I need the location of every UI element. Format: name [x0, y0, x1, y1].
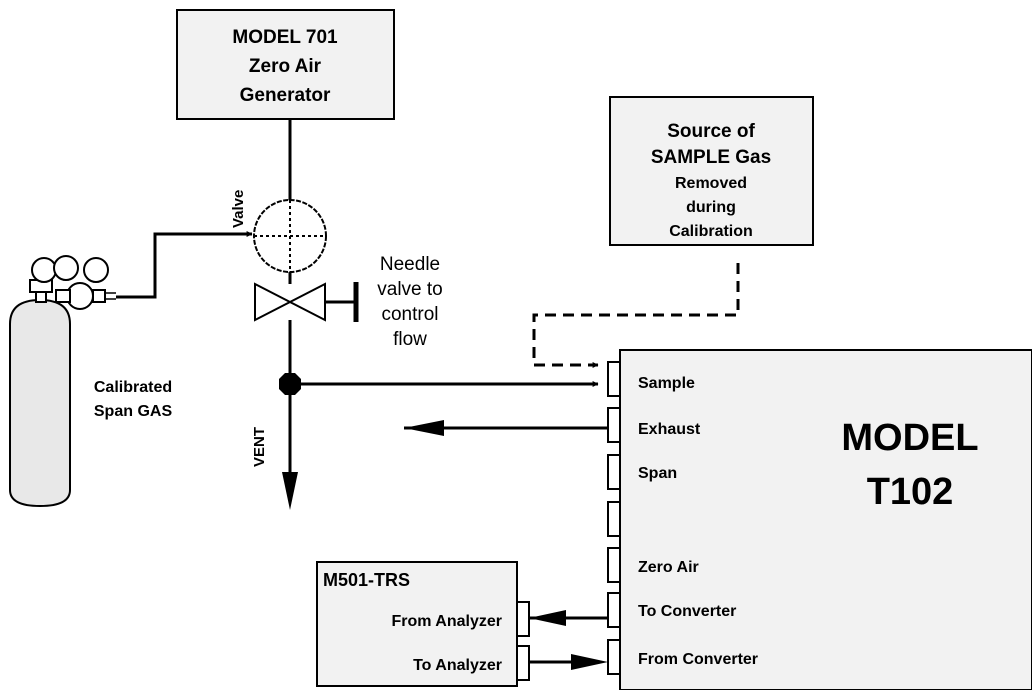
- junction-fitting: [279, 373, 301, 395]
- analyzer-title-line1: MODEL: [841, 417, 978, 459]
- zero-air-generator-title-line3: Generator: [240, 85, 331, 106]
- span-gas-line: [116, 231, 253, 299]
- port-label-zero-air: Zero Air: [638, 559, 699, 576]
- zero-air-generator-title-line2: Zero Air: [249, 56, 322, 77]
- needle-valve-label-line1: Needle: [380, 254, 440, 275]
- span-cylinder-label-line1: Calibrated: [94, 379, 172, 396]
- analyzer-port-fittings: [607, 361, 621, 675]
- m501-trs-converter: M501-TRS From Analyzer To Analyzer: [316, 561, 518, 687]
- needle-valve-label-line4: flow: [393, 329, 427, 350]
- span-gas-cylinder: [9, 279, 71, 508]
- valve-symbol: [253, 199, 327, 273]
- to-converter-arrow: [529, 610, 566, 626]
- zero-air-generator-title-line1: MODEL 701: [232, 27, 338, 48]
- sample-source-line3: Removed: [675, 175, 747, 192]
- sample-source-line1: Source of: [667, 121, 755, 142]
- converter-port-fittings: [516, 601, 530, 681]
- needle-valve-symbol: [254, 282, 359, 322]
- needle-valve-label: Needle valve to control flow: [377, 254, 442, 350]
- sample-gas-dashed-line: [532, 263, 740, 368]
- span-cylinder-label-line2: Span GAS: [94, 403, 173, 420]
- needle-valve-label-line3: control: [381, 304, 438, 325]
- pressure-regulator: [31, 255, 116, 310]
- sample-source-line4: during: [686, 199, 736, 216]
- exhaust-arrow: [404, 420, 444, 436]
- port-label-span: Span: [638, 465, 677, 482]
- sample-source-line2: SAMPLE Gas: [651, 147, 771, 168]
- port-label-sample: Sample: [638, 375, 695, 392]
- from-converter-arrow: [571, 654, 608, 670]
- sample-source-line5: Calibration: [669, 223, 753, 240]
- port-label-exhaust: Exhaust: [638, 421, 701, 438]
- vent-arrow: [282, 472, 298, 510]
- sample-gas-source-box: Source of SAMPLE Gas Removed during Cali…: [609, 96, 814, 246]
- needle-valve-label-line2: valve to: [377, 279, 442, 300]
- port-label-to-converter: To Converter: [638, 603, 736, 620]
- valve-label: Valve: [230, 190, 247, 228]
- converter-title: M501-TRS: [323, 570, 410, 590]
- zero-air-generator-box: MODEL 701 Zero Air Generator: [176, 9, 395, 120]
- analyzer-title-line2: T102: [867, 471, 954, 513]
- converter-label-from-analyzer: From Analyzer: [391, 613, 502, 630]
- span-cylinder-label: Calibrated Span GAS: [94, 379, 173, 420]
- port-label-from-converter: From Converter: [638, 651, 758, 668]
- vent-label: VENT: [251, 427, 268, 467]
- model-t102-analyzer: MODEL T102: [619, 349, 1032, 690]
- converter-label-to-analyzer: To Analyzer: [413, 657, 502, 674]
